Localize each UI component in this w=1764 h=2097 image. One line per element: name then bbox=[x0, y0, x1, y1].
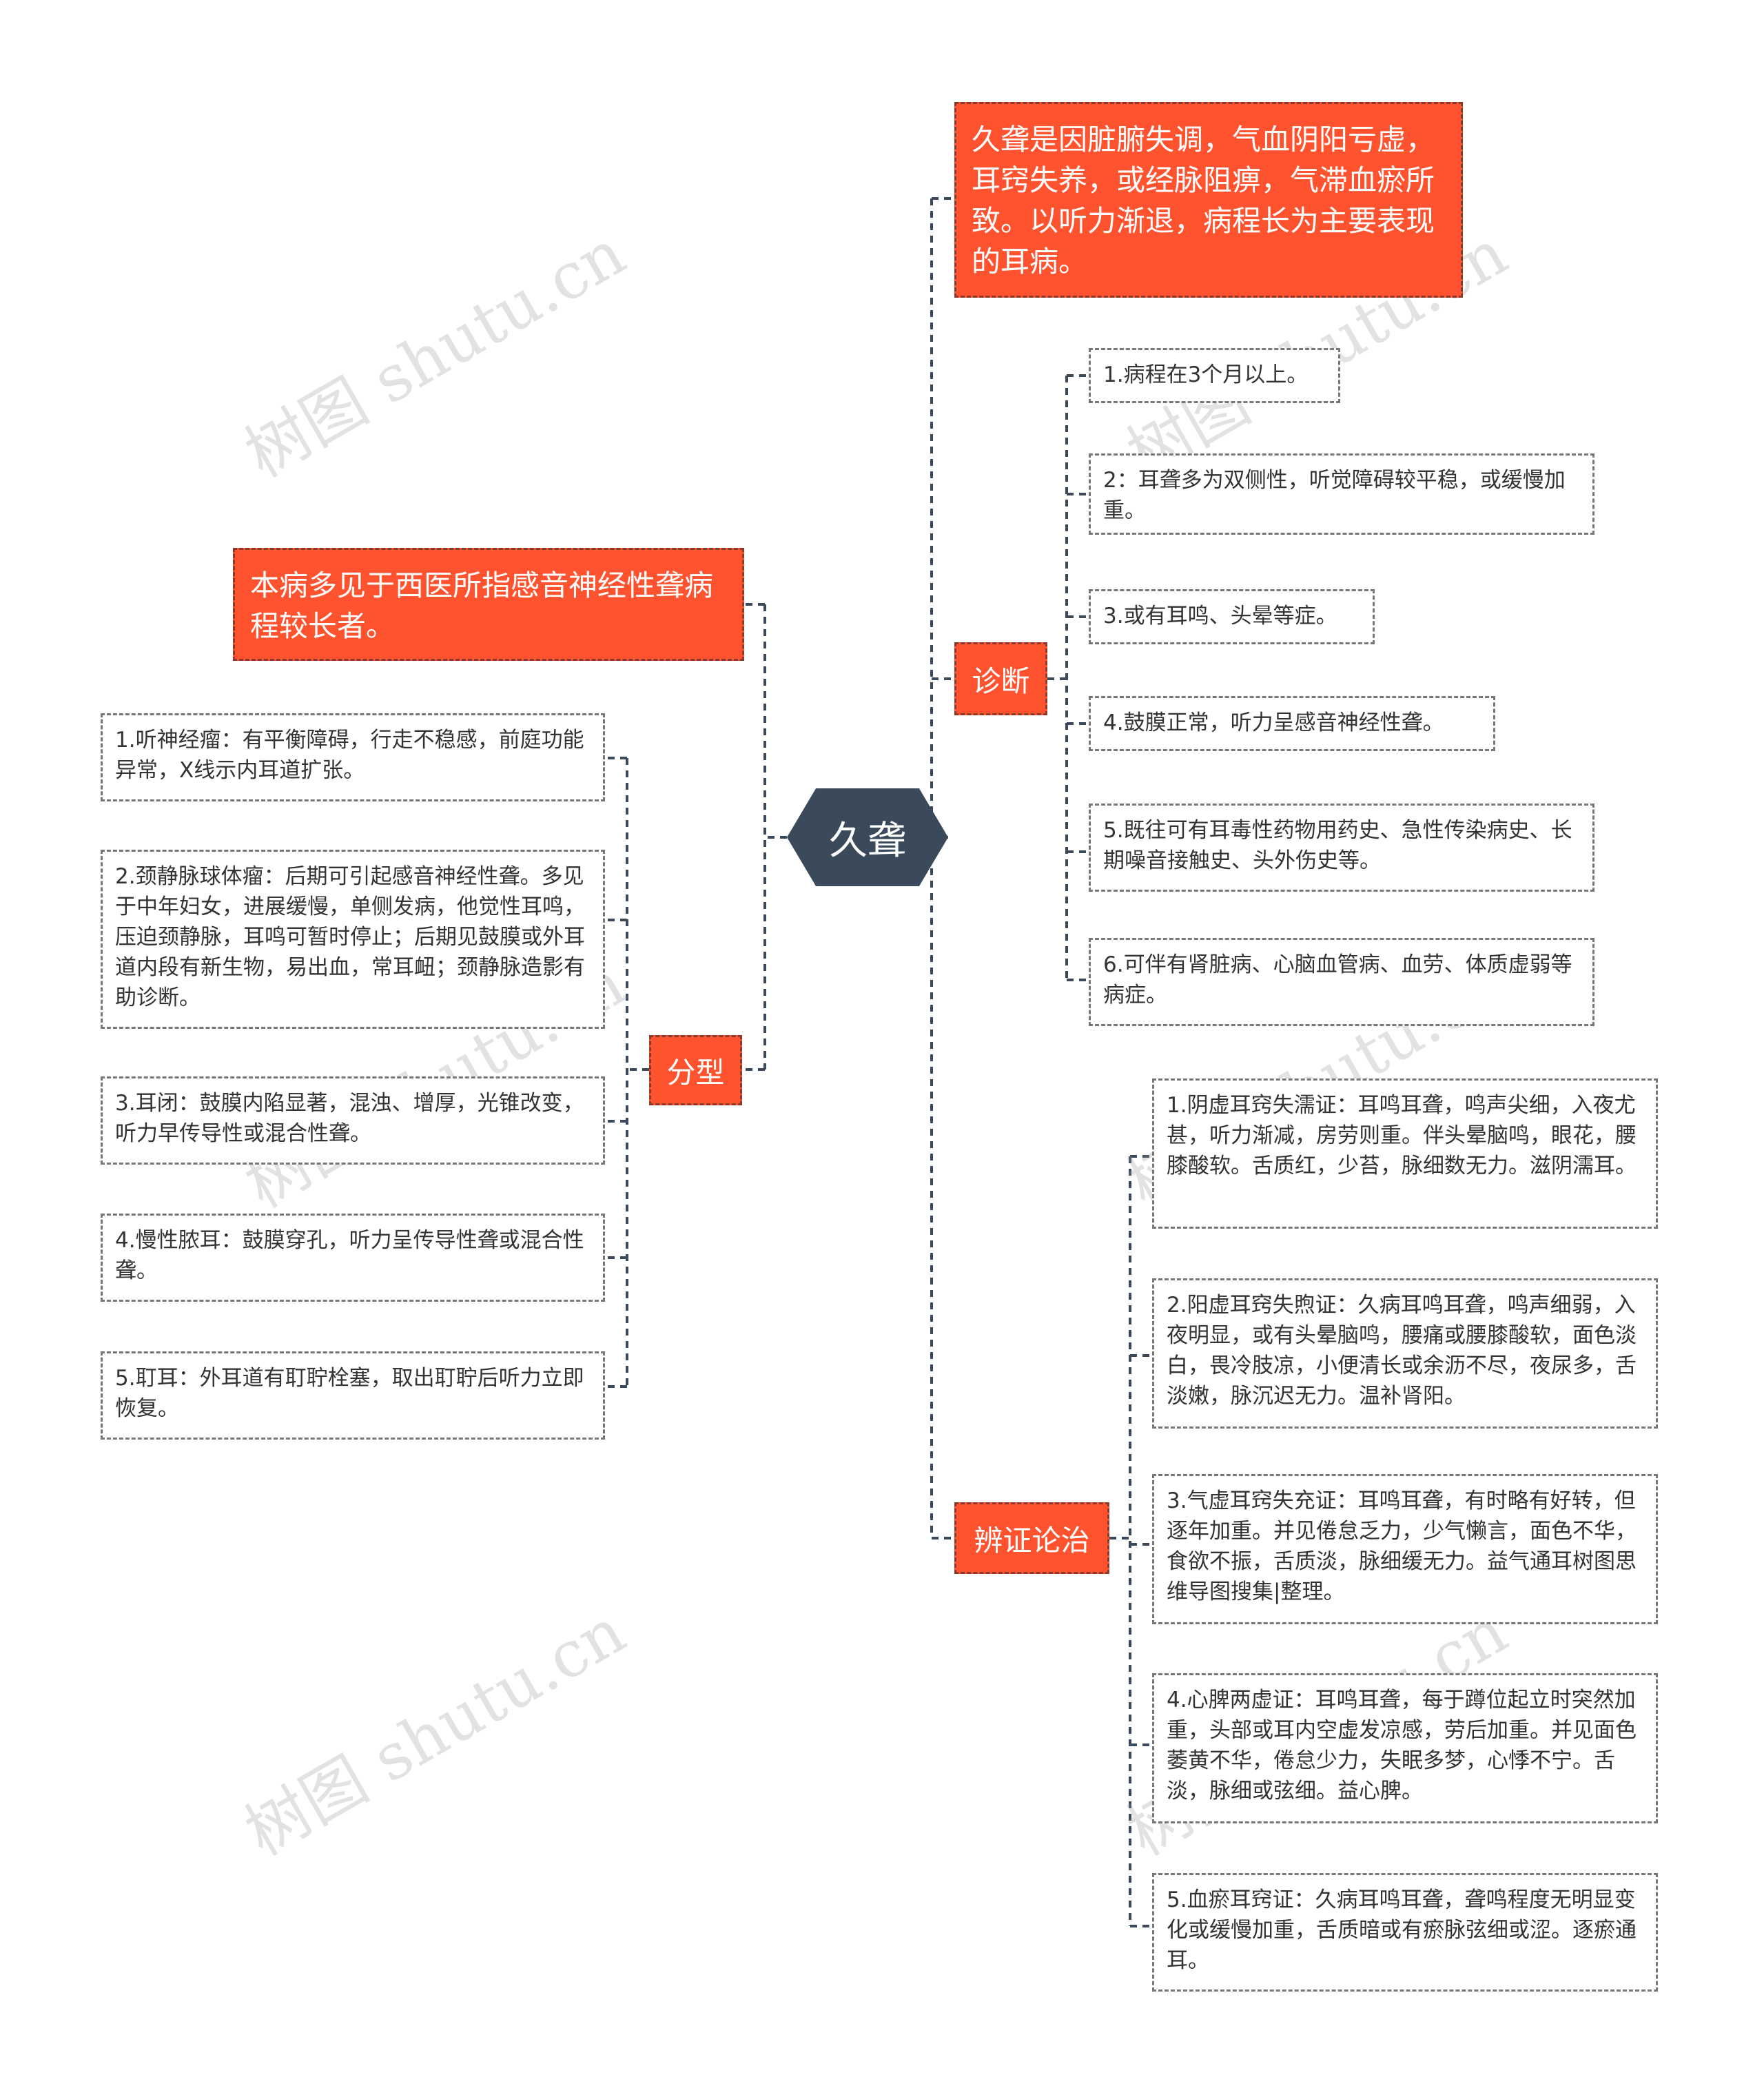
typing-item-5[interactable]: 5.耵耳：外耳道有耵聍栓塞，取出耵聍后听力立即恢复。 bbox=[101, 1351, 605, 1440]
note-node[interactable]: 本病多见于西医所指感音神经性聋病程较长者。 bbox=[233, 548, 744, 661]
diagnosis-item-6[interactable]: 6.可伴有肾脏病、心脑血管病、血劳、体质虚弱等病症。 bbox=[1089, 938, 1594, 1026]
treatment-item-2[interactable]: 2.阳虚耳窍失煦证：久病耳鸣耳聋，鸣声细弱，入夜明显，或有头晕脑鸣，腰痛或腰膝酸… bbox=[1152, 1278, 1658, 1429]
diagnosis-item-4[interactable]: 4.鼓膜正常，听力呈感音神经性聋。 bbox=[1089, 696, 1495, 751]
treatment-item-3[interactable]: 3.气虚耳窍失充证：耳鸣耳聋，有时略有好转，但逐年加重。并见倦怠乏力，少气懒言，… bbox=[1152, 1474, 1658, 1624]
typing-item-3[interactable]: 3.耳闭：鼓膜内陷显著，混浊、增厚，光锥改变，听力早传导性或混合性聋。 bbox=[101, 1076, 605, 1165]
diagnosis-item-2[interactable]: 2：耳聋多为双侧性，听觉障碍较平稳，或缓慢加重。 bbox=[1089, 453, 1594, 535]
typing-node[interactable]: 分型 bbox=[649, 1035, 742, 1105]
typing-item-2[interactable]: 2.颈静脉球体瘤：后期可引起感音神经性聋。多见于中年妇女，进展缓慢，单侧发病，他… bbox=[101, 850, 605, 1029]
root-node[interactable]: 久聋 bbox=[787, 788, 948, 886]
definition-node[interactable]: 久聋是因脏腑失调，气血阴阳亏虚，耳窍失养，或经脉阻痹，气滞血瘀所致。以听力渐退，… bbox=[954, 102, 1463, 298]
typing-item-4[interactable]: 4.慢性脓耳：鼓膜穿孔，听力呈传导性聋或混合性聋。 bbox=[101, 1214, 605, 1302]
treatment-item-1[interactable]: 1.阴虚耳窍失濡证：耳鸣耳聋，鸣声尖细，入夜尤甚，听力渐减，房劳则重。伴头晕脑鸣… bbox=[1152, 1078, 1658, 1229]
treatment-item-4[interactable]: 4.心脾两虚证：耳鸣耳聋，每于蹲位起立时突然加重，头部或耳内空虚发凉感，劳后加重… bbox=[1152, 1673, 1658, 1823]
diagnosis-item-1[interactable]: 1.病程在3个月以上。 bbox=[1089, 348, 1340, 403]
diagnosis-item-3[interactable]: 3.或有耳鸣、头晕等症。 bbox=[1089, 589, 1375, 644]
diagnosis-item-5[interactable]: 5.既往可有耳毒性药物用药史、急性传染病史、长期噪音接触史、头外伤史等。 bbox=[1089, 804, 1594, 892]
diagnosis-node[interactable]: 诊断 bbox=[954, 642, 1047, 715]
treatment-node[interactable]: 辨证论治 bbox=[954, 1502, 1109, 1574]
typing-item-1[interactable]: 1.听神经瘤：有平衡障碍，行走不稳感，前庭功能异常，X线示内耳道扩张。 bbox=[101, 713, 605, 801]
treatment-item-5[interactable]: 5.血瘀耳窍证：久病耳鸣耳聋，聋鸣程度无明显变化或缓慢加重，舌质暗或有瘀脉弦细或… bbox=[1152, 1873, 1658, 1992]
